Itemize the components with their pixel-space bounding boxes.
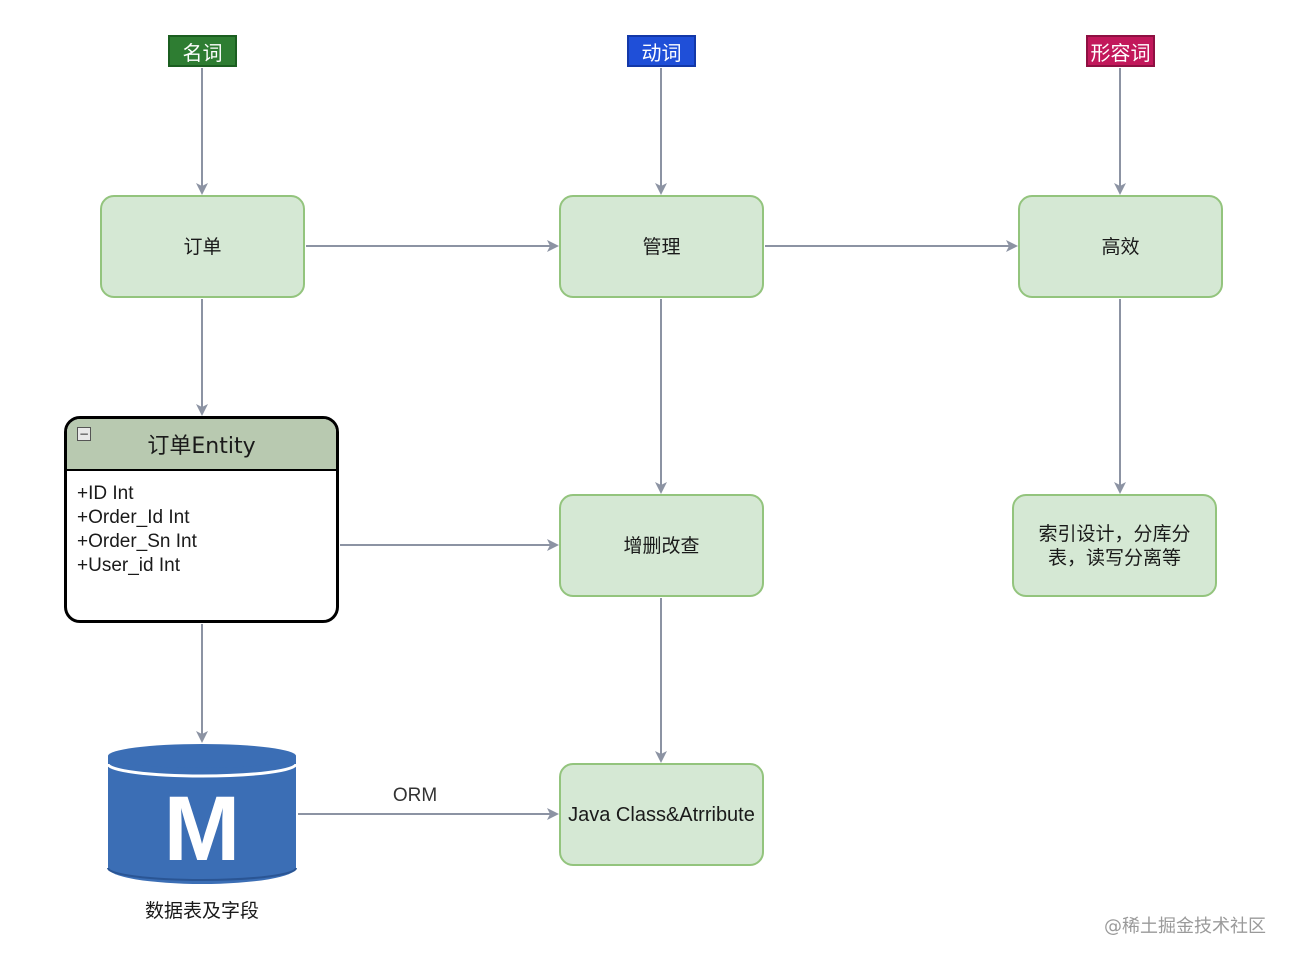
entity-field: +Order_Id Int bbox=[77, 507, 190, 528]
node-index-design: 索引设计，分库分表，读写分离等 bbox=[1012, 494, 1217, 597]
database-glyph: M bbox=[164, 778, 241, 880]
node-order: 订单 bbox=[100, 195, 305, 298]
tag-noun: 名词 bbox=[168, 35, 237, 67]
node-efficient: 高效 bbox=[1018, 195, 1223, 298]
mysql-database-icon: M bbox=[106, 744, 298, 884]
tag-verb: 动词 bbox=[627, 35, 696, 67]
entity-fields: +ID Int +Order_Id Int +Order_Sn Int +Use… bbox=[67, 471, 336, 578]
entity-field: +User_id Int bbox=[77, 555, 180, 576]
orm-edge-label: ORM bbox=[392, 785, 438, 806]
entity-field: +ID Int bbox=[77, 483, 134, 504]
entity-field: +Order_Sn Int bbox=[77, 531, 197, 552]
node-java-class: Java Class&Atrribute bbox=[559, 763, 764, 866]
watermark: @稀土掘金技术社区 bbox=[1104, 916, 1266, 937]
entity-title: 订单Entity bbox=[147, 434, 256, 459]
tag-adjective: 形容词 bbox=[1086, 35, 1155, 67]
collapse-icon[interactable]: − bbox=[77, 427, 91, 441]
entity-header: − 订单Entity bbox=[67, 419, 336, 471]
database-label: 数据表及字段 bbox=[144, 900, 259, 922]
node-crud: 增删改查 bbox=[559, 494, 764, 597]
entity-class-box: − 订单Entity +ID Int +Order_Id Int +Order_… bbox=[64, 416, 339, 623]
node-manage: 管理 bbox=[559, 195, 764, 298]
